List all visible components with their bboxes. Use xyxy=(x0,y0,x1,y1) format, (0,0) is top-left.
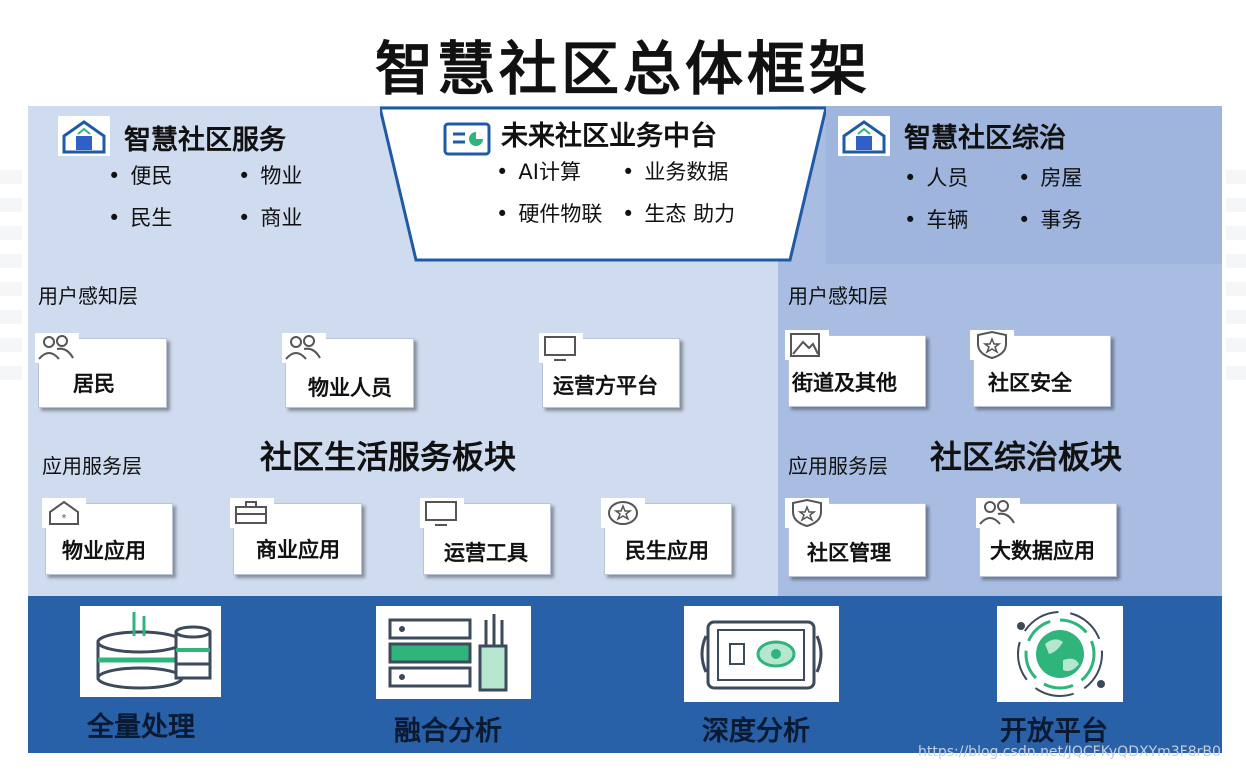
middle-bullet: 业务数据 xyxy=(622,156,728,186)
card-label: 运营工具 xyxy=(444,541,528,565)
services-bullet: 民生 xyxy=(108,202,172,232)
right-service-label: 应用服务层 xyxy=(788,454,888,478)
globe-icon xyxy=(997,606,1123,702)
users-icon xyxy=(976,498,1020,528)
card-label: 商业应用 xyxy=(256,538,340,562)
monitor-icon xyxy=(539,333,583,363)
shield-icon xyxy=(970,330,1014,360)
card-bigdata-app: 大数据应用 xyxy=(976,498,1117,577)
left-service-label: 应用服务层 xyxy=(42,454,142,478)
middle-bullet: 生态 助力 xyxy=(622,198,735,228)
image-icon xyxy=(785,330,829,360)
bottom-label: 全量处理 xyxy=(87,712,195,743)
card-street-other: 街道及其他 xyxy=(785,330,926,407)
left-perception-label: 用户感知层 xyxy=(38,284,138,308)
card-label: 物业应用 xyxy=(62,539,146,563)
middle-bullet: 硬件物联 xyxy=(496,198,602,228)
card-commerce-app: 商业应用 xyxy=(230,498,362,575)
bottom-label: 融合分析 xyxy=(394,716,502,747)
svg-text:*: * xyxy=(62,513,67,524)
governance-heading: 智慧社区综治 xyxy=(904,123,1066,154)
users-icon xyxy=(35,333,79,363)
card-label: 大数据应用 xyxy=(990,539,1095,563)
card-community-security: 社区安全 xyxy=(970,330,1111,407)
card-property-staff: 物业人员 xyxy=(282,333,414,408)
card-label: 民生应用 xyxy=(625,539,709,563)
middle-bullet: AI计算 xyxy=(496,156,581,186)
card-property-app: * 物业应用 xyxy=(42,498,173,575)
services-bullet: 物业 xyxy=(238,160,302,190)
card-community-management: 社区管理 xyxy=(785,498,926,577)
server-icon xyxy=(376,606,531,699)
governance-bullet: 事务 xyxy=(1018,204,1082,234)
edge-artifact-left xyxy=(0,170,22,390)
shield-icon xyxy=(785,498,829,528)
safe-icon xyxy=(684,606,839,702)
edge-artifact-right xyxy=(1226,170,1246,390)
monitor-icon xyxy=(420,498,464,528)
governance-bullet: 车辆 xyxy=(904,204,968,234)
card-label: 街道及其他 xyxy=(792,371,897,395)
house-icon xyxy=(838,116,890,156)
card-livelihood-app: 民生应用 xyxy=(601,498,732,575)
services-heading: 智慧社区服务 xyxy=(124,125,286,156)
star-badge-icon xyxy=(601,498,645,528)
card-label: 社区安全 xyxy=(988,371,1072,395)
governance-bullet: 人员 xyxy=(904,162,968,192)
right-block-title: 社区综治板块 xyxy=(930,438,1123,476)
users-icon xyxy=(282,333,326,363)
dashboard-icon xyxy=(443,120,491,158)
database-icon xyxy=(80,606,221,697)
house-icon xyxy=(58,116,110,156)
house-icon: * xyxy=(42,498,86,528)
card-operation-tools: 运营工具 xyxy=(420,498,551,575)
card-label: 社区管理 xyxy=(807,541,891,565)
left-block-title: 社区生活服务板块 xyxy=(260,438,517,476)
services-bullet: 商业 xyxy=(238,202,302,232)
card-resident: 居民 xyxy=(35,333,167,408)
bottom-label: 深度分析 xyxy=(702,716,810,747)
briefcase-icon xyxy=(230,498,274,528)
page-title: 智慧社区总体框架 xyxy=(374,35,871,103)
watermark: https://blog.csdn.net/JQCFKyQDXYm3F8rB0 xyxy=(918,744,1221,760)
governance-bullet: 房屋 xyxy=(1018,162,1082,192)
card-operator-platform: 运营方平台 xyxy=(539,333,680,408)
card-label: 居民 xyxy=(73,372,115,396)
services-bullet: 便民 xyxy=(108,160,172,190)
card-label: 物业人员 xyxy=(308,376,392,400)
card-label: 运营方平台 xyxy=(553,374,658,398)
right-perception-label: 用户感知层 xyxy=(788,284,888,308)
bottom-label: 开放平台 xyxy=(1000,716,1108,747)
middle-heading: 未来社区业务中台 xyxy=(501,121,717,152)
